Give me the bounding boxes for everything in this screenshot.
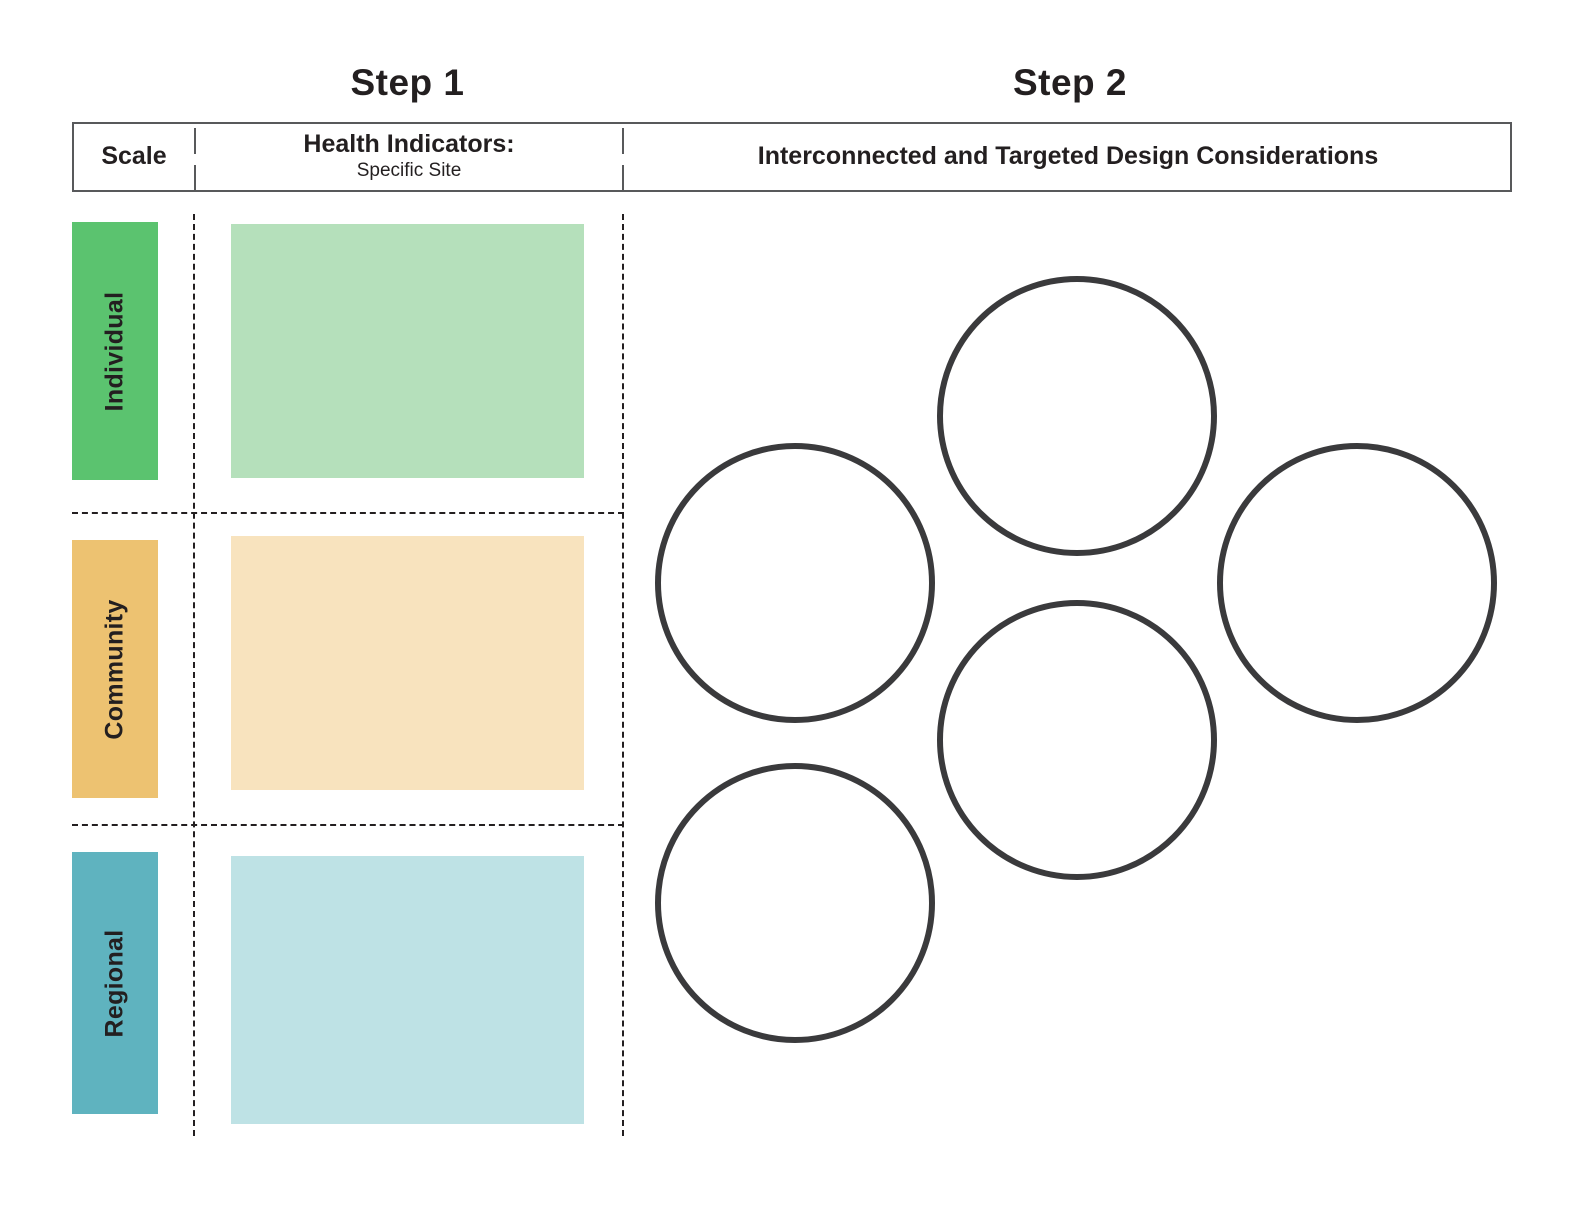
design-circle-center-lower[interactable]	[937, 600, 1217, 880]
header-cell-scale: Scale	[74, 124, 194, 190]
design-circle-right[interactable]	[1217, 443, 1497, 723]
dashed-guide-vertical-right	[622, 214, 624, 1136]
step-1-title: Step 1	[350, 62, 465, 103]
design-circle-left-lower[interactable]	[655, 763, 935, 1043]
header-scale-label: Scale	[101, 142, 167, 171]
design-considerations-circles	[630, 210, 1530, 1140]
header-divider-2	[622, 128, 624, 190]
indicator-box-regional[interactable]	[231, 856, 584, 1124]
header-design-considerations-label: Interconnected and Targeted Design Consi…	[757, 142, 1379, 171]
design-circle-top-center[interactable]	[937, 276, 1217, 556]
scale-label-community: Community	[100, 598, 129, 740]
scale-label-regional: Regional	[100, 929, 129, 1037]
header-cell-health-indicators: Health Indicators: Specific Site	[196, 124, 622, 190]
header-cell-design-considerations: Interconnected and Targeted Design Consi…	[624, 124, 1512, 190]
header-divider-1	[194, 128, 196, 190]
indicator-box-community[interactable]	[231, 536, 584, 790]
step-2-title: Step 2	[1012, 62, 1128, 103]
scale-label-individual: Individual	[100, 291, 129, 411]
header-health-indicators-label: Health Indicators:	[303, 129, 515, 158]
scale-block-regional: Regional	[72, 852, 158, 1114]
scale-block-individual: Individual	[72, 222, 158, 480]
design-circle-left-upper[interactable]	[655, 443, 935, 723]
dashed-guide-vertical-left	[193, 214, 195, 1136]
header-table: Scale Health Indicators: Specific Site I…	[72, 122, 1512, 192]
dashed-guide-horizontal-2	[72, 824, 624, 826]
indicator-box-individual[interactable]	[231, 224, 584, 478]
header-health-indicators-sublabel: Specific Site	[356, 160, 462, 182]
dashed-guide-horizontal-1	[72, 512, 624, 514]
scale-block-community: Community	[72, 540, 158, 798]
